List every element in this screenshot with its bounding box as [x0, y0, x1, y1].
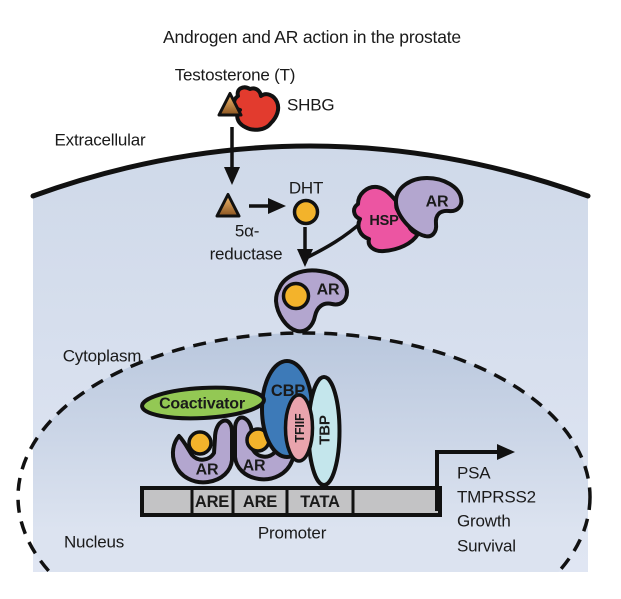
reductase-label-line2: reductase [210, 245, 283, 264]
coactivator-label: Coactivator [159, 396, 245, 413]
dht-label: DHT [289, 179, 323, 198]
tbp-label: TBP [317, 415, 334, 445]
cytoplasm-label: Cytoplasm [63, 347, 142, 366]
arrowhead [497, 444, 515, 460]
promoter-bar-rect [140, 486, 442, 517]
dht-molecule [292, 198, 320, 226]
dht-ligand-dna-left [187, 430, 213, 456]
transcription-start-arrow [435, 444, 515, 511]
nuclear-envelope-dashed-boundary [16, 331, 592, 574]
ar-label-dna-right: AR [243, 458, 266, 475]
gene-growth: Growth [457, 512, 511, 531]
promoter-label: Promoter [258, 524, 327, 543]
tfiif-label: TFIIF [293, 413, 307, 442]
ar-label-dna-left: AR [196, 462, 219, 479]
ar-receptor-shape-complex [394, 176, 464, 239]
reductase-label-line1: 5α- [235, 222, 259, 241]
gene-tmprss2: TMPRSS2 [457, 488, 536, 507]
arrowhead [297, 249, 313, 267]
promoter-segment-tata: TATA [300, 493, 340, 511]
nucleus-label: Nucleus [64, 533, 124, 552]
testosterone-molecule-triangle-intracellular [215, 193, 241, 218]
testosterone-entry-arrow [224, 127, 240, 185]
plasma-membrane [30, 143, 591, 199]
dht-binding-arrow [297, 227, 313, 267]
promoter-segment-are-2: ARE [243, 493, 277, 511]
arrowhead [224, 167, 240, 185]
promoter-segment-are-1: ARE [195, 493, 229, 511]
ar-label-complex: AR [426, 194, 449, 211]
promoter-dna-bar: ARE ARE TATA [140, 486, 442, 517]
reductase-conversion-arrow [249, 198, 286, 214]
tfiif-protein-shape [283, 393, 315, 463]
extracellular-label: Extracellular [55, 131, 146, 150]
arrow-shaft [435, 450, 499, 511]
diagram-title: Androgen and AR action in the prostate [163, 27, 461, 47]
arrowhead [268, 198, 286, 214]
testosterone-label: Testosterone (T) [175, 66, 296, 85]
gene-output-labels: PSA TMPRSS2 Growth Survival [457, 464, 536, 556]
shbg-protein-shape [232, 85, 281, 132]
shbg-label: SHBG [287, 96, 334, 115]
coactivator-protein-shape [140, 385, 266, 421]
hsp-label: HSP [369, 213, 399, 229]
dht-ligand-bound [281, 281, 311, 311]
ar-label-activated: AR [317, 282, 340, 299]
gene-survival: Survival [457, 537, 516, 556]
testosterone-molecule-triangle [217, 92, 243, 117]
cbp-label: CBP [271, 382, 305, 400]
gene-psa: PSA [457, 464, 491, 483]
